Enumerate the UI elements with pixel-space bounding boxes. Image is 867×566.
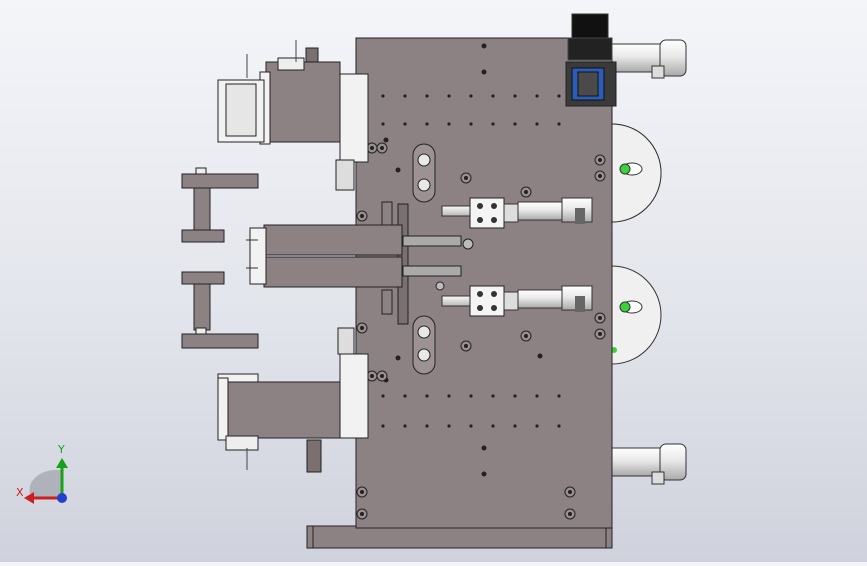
plate-holes — [381, 43, 561, 477]
screw-socket — [464, 176, 468, 180]
screw-socket — [598, 174, 602, 178]
screw-socket — [524, 190, 528, 194]
plate-hole — [403, 122, 407, 126]
plate-hole — [481, 445, 487, 451]
axis-y-label: Y — [58, 443, 65, 456]
screw-socket — [524, 334, 528, 338]
plate-hole — [513, 394, 517, 398]
screw-socket — [360, 326, 364, 330]
right-cylinder-bottom — [611, 443, 687, 485]
plate-hole — [481, 471, 487, 477]
plate-hole — [403, 394, 407, 398]
screw-socket — [568, 512, 572, 516]
plate-hole — [381, 122, 385, 126]
screw-socket — [598, 316, 602, 320]
plate-hole — [383, 137, 389, 143]
plate-hole — [469, 122, 473, 126]
plate-hole — [513, 424, 517, 428]
plate-hole — [403, 424, 407, 428]
axis-x-label: X — [16, 486, 24, 499]
plate-hole — [535, 394, 539, 398]
plate-hole — [425, 394, 429, 398]
screw-socket — [360, 512, 364, 516]
plate-hole — [447, 394, 451, 398]
plate-hole — [557, 122, 561, 126]
motor — [565, 13, 617, 107]
plate-hole — [535, 94, 539, 98]
ibeam-lower — [181, 271, 259, 349]
slot-lower — [412, 315, 436, 375]
plate-hole — [535, 424, 539, 428]
screw-socket — [370, 146, 374, 150]
screw-socket — [360, 490, 364, 494]
plate-hole — [447, 122, 451, 126]
base-bar — [306, 525, 613, 549]
plate-hole — [447, 424, 451, 428]
plate-hole — [425, 424, 429, 428]
coordinate-triad — [24, 458, 68, 504]
plate-hole — [557, 94, 561, 98]
plate-hole — [425, 94, 429, 98]
pneumatic-cylinder-lower — [441, 285, 593, 317]
plate-hole — [469, 424, 473, 428]
plate-hole — [557, 424, 561, 428]
screw-socket — [464, 344, 468, 348]
screw-socket — [598, 158, 602, 162]
plate-hole — [537, 353, 543, 359]
slot-upper — [412, 143, 436, 203]
plate-hole — [395, 167, 401, 173]
screw-socket — [370, 374, 374, 378]
ibeam-upper — [181, 167, 259, 243]
clamp-upper — [217, 40, 369, 191]
plate-hole — [381, 424, 385, 428]
plate-hole — [535, 122, 539, 126]
plate-hole — [403, 94, 407, 98]
plate-hole — [447, 94, 451, 98]
right-cylinder-top — [611, 39, 687, 79]
arm-lower — [263, 256, 462, 291]
plate-hole — [491, 122, 495, 126]
plate-hole — [381, 394, 385, 398]
screw-socket — [598, 332, 602, 336]
plate-hole — [491, 424, 495, 428]
plate-hole — [381, 94, 385, 98]
screw-socket — [380, 374, 384, 378]
plate-hole — [481, 69, 487, 75]
plate-hole — [513, 94, 517, 98]
screw-socket — [360, 214, 364, 218]
disc-upper — [611, 123, 662, 223]
clamp-lower — [217, 327, 369, 473]
plate-hole — [513, 122, 517, 126]
arm-upper — [263, 224, 474, 256]
plate-hole — [469, 94, 473, 98]
plate-hole — [491, 94, 495, 98]
screw-socket — [568, 490, 572, 494]
screw-socket — [380, 146, 384, 150]
plate-hole — [557, 394, 561, 398]
plate-hole — [425, 122, 429, 126]
plate-hole — [491, 394, 495, 398]
disc-lower — [611, 265, 662, 365]
plate-hole — [395, 355, 401, 361]
pneumatic-cylinder-upper — [441, 197, 593, 229]
plate-hole — [469, 394, 473, 398]
plate-hole — [481, 43, 487, 49]
